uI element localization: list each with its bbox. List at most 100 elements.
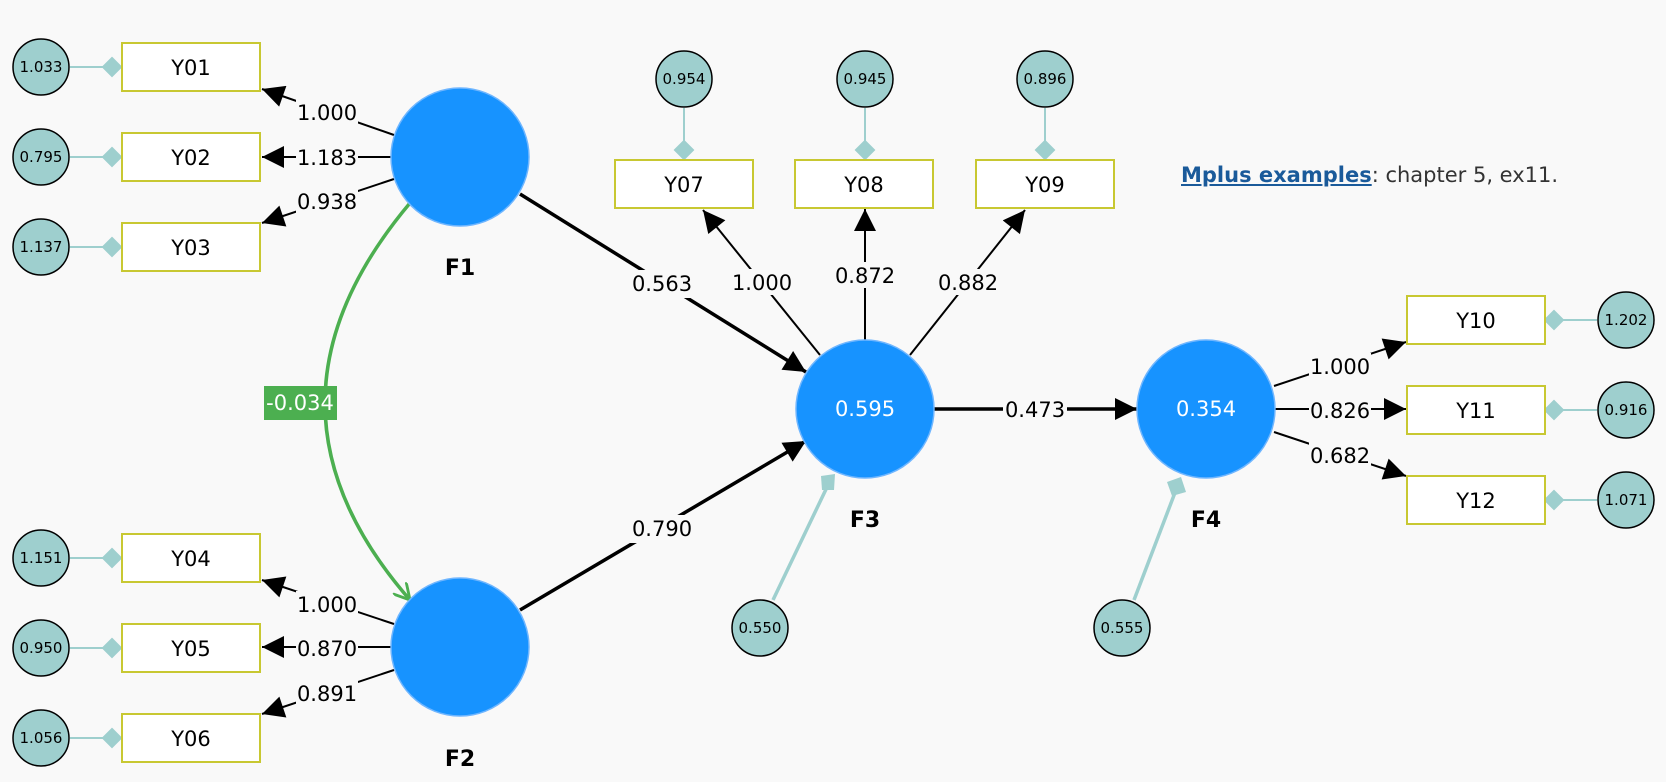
indicator-box-y05: Y05 [121, 623, 261, 673]
indicator-box-y02: Y02 [121, 132, 261, 182]
path-label-f3-f4: 0.473 [1005, 398, 1065, 422]
svg-text:0.945: 0.945 [844, 70, 887, 88]
covariance-curve-f1-f2 [323, 203, 410, 600]
indicator-box-y07: Y07 [614, 159, 754, 209]
residual-y10: 1.202 [1597, 291, 1655, 349]
svg-text:Y04: Y04 [170, 547, 211, 571]
factor-label-f1: F1 [445, 256, 475, 281]
svg-text:0.555: 0.555 [1101, 619, 1144, 637]
loading-label-f4-y12: 0.682 [1310, 444, 1370, 468]
loading-label-bg [296, 188, 358, 214]
loading-label-bg [296, 144, 358, 170]
svg-text:Y09: Y09 [1024, 173, 1065, 197]
indicator-box-y03: Y03 [121, 222, 261, 272]
factor-f1 [390, 87, 530, 227]
svg-text:1.202: 1.202 [1605, 311, 1648, 329]
factor-label-f3: F3 [850, 508, 880, 533]
residual-y12: 1.071 [1597, 471, 1655, 529]
residual-y06: 1.056 [12, 709, 70, 767]
svg-text:Y11: Y11 [1455, 399, 1496, 423]
loading-label-bg [1309, 353, 1371, 379]
loading-label-bg [937, 269, 999, 295]
loading-label-f2-y06: 0.891 [297, 682, 357, 706]
loading-label-f1-y02: 1.183 [297, 146, 357, 170]
indicator-box-y09: Y09 [975, 159, 1115, 209]
loading-label-bg [834, 262, 896, 288]
loading-label-f1-y03: 0.938 [297, 190, 357, 214]
svg-text:Y06: Y06 [170, 727, 211, 751]
covariance-label-f1-f2: -0.034 [266, 391, 334, 415]
path-label-bg [1003, 396, 1067, 424]
loading-label-f4-y11: 0.826 [1310, 399, 1370, 423]
mplus-examples-link[interactable]: Mplus examples [1181, 163, 1372, 187]
svg-text:0.916: 0.916 [1605, 401, 1648, 419]
path-label-f2-f3: 0.790 [632, 517, 692, 541]
factor-label-f4: F4 [1191, 508, 1221, 533]
loading-label-bg [1309, 397, 1371, 423]
svg-text:Y08: Y08 [843, 173, 884, 197]
svg-text:0.950: 0.950 [20, 639, 63, 657]
svg-text:1.071: 1.071 [1605, 491, 1648, 509]
factor-label-f2: F2 [445, 747, 475, 772]
loading-label-f2-y04: 1.000 [297, 593, 357, 617]
path-label-f1-f3: 0.563 [632, 272, 692, 296]
residual-y03: 1.137 [12, 218, 70, 276]
factor-f3: 0.595 [795, 339, 935, 479]
svg-text:0.896: 0.896 [1024, 70, 1067, 88]
residual-y08: 0.945 [836, 50, 894, 108]
loading-label-f3-y09: 0.882 [938, 271, 998, 295]
indicator-box-y12: Y12 [1406, 475, 1546, 525]
residual-y01: 1.033 [12, 38, 70, 96]
residual-y04: 1.151 [12, 529, 70, 587]
disturbance-f4: 0.555 [1093, 599, 1151, 657]
caption-text: : chapter 5, ex11. [1371, 163, 1559, 187]
svg-text:Y01: Y01 [170, 56, 211, 80]
caption: Mplus examples: chapter 5, ex11. [1181, 163, 1558, 187]
residual-connectors-right [1543, 309, 1597, 511]
svg-text:1.056: 1.056 [20, 729, 63, 747]
indicator-box-y04: Y04 [121, 533, 261, 583]
loading-label-bg [296, 680, 358, 706]
svg-text:Y10: Y10 [1455, 309, 1496, 333]
svg-text:1.151: 1.151 [20, 549, 63, 567]
factor-f2 [390, 577, 530, 717]
residual-y07: 0.954 [655, 50, 713, 108]
disturbance-f3: 0.550 [731, 599, 789, 657]
loading-label-f2-y05: 0.870 [297, 637, 357, 661]
residual-connectors-left [70, 56, 123, 749]
svg-text:0.595: 0.595 [835, 397, 895, 421]
residual-y02: 0.795 [12, 128, 70, 186]
factor-f4: 0.354 [1136, 339, 1276, 479]
svg-text:Y05: Y05 [170, 637, 211, 661]
residual-y05: 0.950 [12, 619, 70, 677]
indicator-box-y06: Y06 [121, 713, 261, 763]
loading-label-f1-y01: 1.000 [297, 101, 357, 125]
svg-text:Y02: Y02 [170, 146, 211, 170]
svg-text:Y12: Y12 [1455, 489, 1496, 513]
svg-text:Y03: Y03 [170, 236, 211, 260]
svg-text:Y07: Y07 [663, 173, 704, 197]
disturbance-connectors [771, 474, 1186, 601]
loading-label-bg [731, 269, 793, 295]
loading-label-f4-y10: 1.000 [1310, 355, 1370, 379]
svg-text:1.033: 1.033 [20, 58, 63, 76]
svg-text:0.795: 0.795 [20, 148, 63, 166]
residual-y09: 0.896 [1016, 50, 1074, 108]
path-label-bg [630, 270, 694, 298]
indicator-box-y01: Y01 [121, 42, 261, 92]
svg-text:1.137: 1.137 [20, 238, 63, 256]
loading-label-bg [296, 591, 358, 617]
residual-y11: 0.916 [1597, 381, 1655, 439]
indicator-box-y10: Y10 [1406, 295, 1546, 345]
residual-connectors-top [673, 108, 1056, 161]
indicator-box-y11: Y11 [1406, 385, 1546, 435]
svg-text:0.550: 0.550 [739, 619, 782, 637]
loading-label-f3-y07: 1.000 [732, 271, 792, 295]
covariance-label-bg [264, 386, 337, 420]
loading-label-bg [296, 635, 358, 661]
loading-label-bg [1309, 442, 1371, 468]
svg-text:0.954: 0.954 [663, 70, 706, 88]
svg-text:0.354: 0.354 [1176, 397, 1236, 421]
loading-label-bg [296, 99, 358, 125]
